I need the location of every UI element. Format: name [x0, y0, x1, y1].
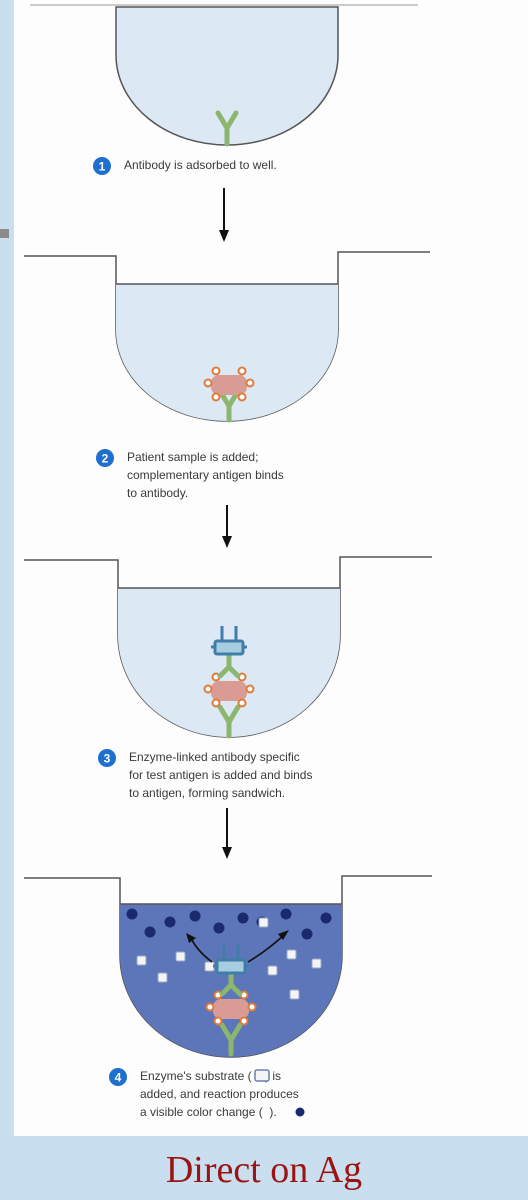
antigen [205, 990, 257, 1026]
arrow-3 [222, 808, 232, 859]
step-2-text-line-1: Patient sample is added; [127, 450, 258, 464]
figure-caption: Direct on Ag [165, 1149, 363, 1191]
antibody [215, 110, 239, 147]
svg-text:4: 4 [115, 1071, 122, 1085]
step-4-label: 4 Enzyme's substrate ( ) is added, and r… [109, 1068, 305, 1119]
well-1-liquid [115, 6, 339, 146]
well-4 [24, 875, 432, 1058]
enzyme-linked-antibody [211, 626, 247, 679]
svg-text:3: 3 [104, 752, 111, 766]
well-2 [24, 251, 430, 423]
well-1 [30, 4, 418, 147]
left-margin-marker [0, 229, 9, 238]
substrate-squares [136, 917, 322, 1000]
arrow-2 [222, 505, 232, 548]
svg-text:2: 2 [102, 452, 109, 466]
step-1-text: Antibody is adsorbed to well. [124, 158, 277, 172]
step-2-label: 2 Patient sample is added; complementary… [96, 449, 284, 500]
step-3-badge [98, 749, 116, 767]
step-4-text-line-3: a visible color change ( ). [140, 1105, 277, 1119]
step-4-badge [109, 1068, 127, 1086]
step-4-text-line-2: added, and reaction produces [140, 1087, 299, 1101]
step-1-label: 1 Antibody is adsorbed to well. [93, 157, 277, 175]
arrow-1 [219, 188, 229, 242]
left-margin-strip [0, 0, 14, 1200]
enzyme-linked-antibody [213, 945, 249, 997]
step-2-text-line-2: complementary antigen binds [127, 468, 284, 482]
reaction-arrowhead-right [278, 930, 289, 940]
antibody [219, 1022, 243, 1057]
substrate-legend-icon [254, 1069, 270, 1082]
elisa-diagram: 1 Antibody is adsorbed to well. 2 Pati [24, 4, 432, 1119]
step-3-text-line-3: to antigen, forming sandwich. [129, 786, 285, 800]
step-3-label: 3 Enzyme-linked antibody specific for te… [98, 749, 312, 800]
step-2-text-line-3: to antibody. [127, 486, 188, 500]
step-1-badge [93, 157, 111, 175]
well-2-liquid [116, 284, 338, 421]
step-3-text-line-1: Enzyme-linked antibody specific [129, 750, 300, 764]
step-4-text-line-1: Enzyme's substrate ( ) is [140, 1069, 281, 1083]
product-legend-icon [295, 1107, 305, 1117]
svg-text:1: 1 [99, 160, 106, 174]
color-product-dots [126, 908, 332, 940]
antibody [217, 704, 241, 739]
well-3 [24, 556, 432, 739]
step-2-badge [96, 449, 114, 467]
reaction-arrowhead-left [186, 933, 196, 943]
antigen [203, 366, 255, 402]
step-3-text-line-2: for test antigen is added and binds [129, 768, 312, 782]
